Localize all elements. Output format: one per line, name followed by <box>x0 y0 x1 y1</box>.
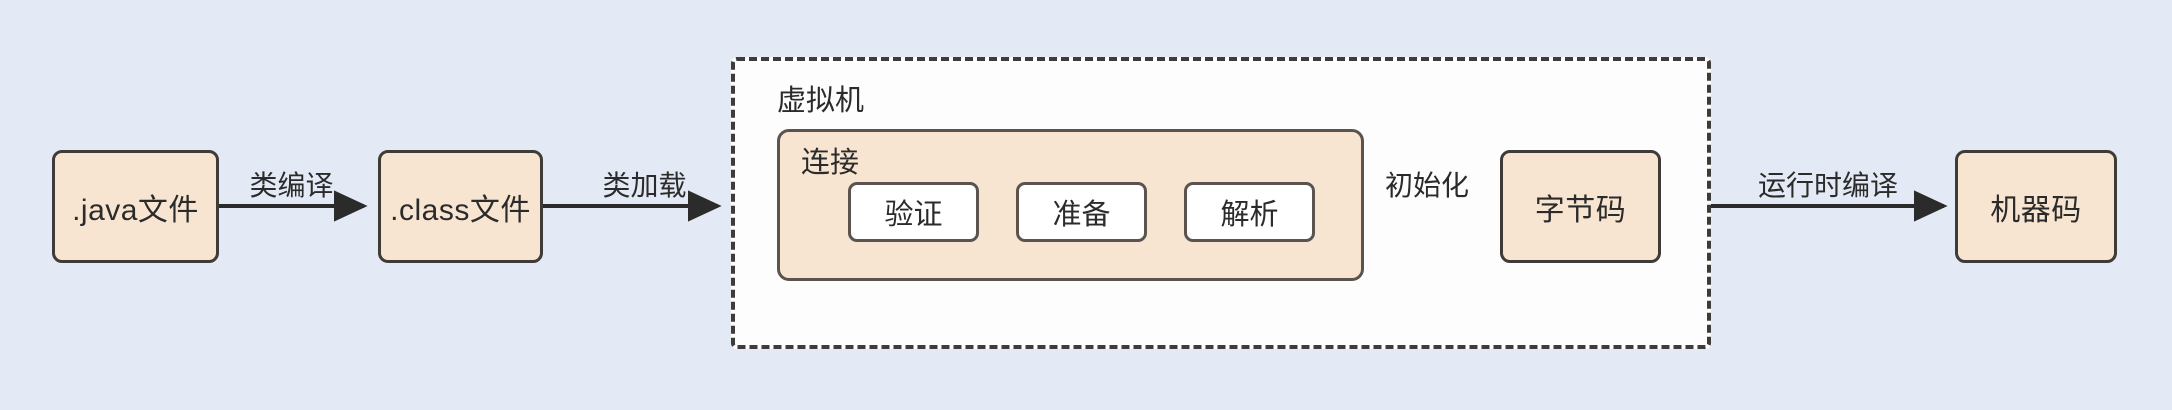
phase-verification[interactable]: 验证 <box>848 182 979 242</box>
phase-preparation[interactable]: 准备 <box>1016 182 1147 242</box>
edge-label-runtime-compile: 运行时编译 <box>1757 170 1898 201</box>
node-class-file-label: .class文件 <box>390 193 531 227</box>
node-java-file[interactable]: .java文件 <box>52 150 219 263</box>
node-machine-code-label: 机器码 <box>1990 193 2082 227</box>
vm-title: 虚拟机 <box>777 85 865 117</box>
edge-label-initialization: 初始化 <box>1384 170 1469 201</box>
node-class-file[interactable]: .class文件 <box>378 150 543 263</box>
node-java-file-label: .java文件 <box>72 193 199 227</box>
linking-title: 连接 <box>801 147 860 179</box>
edge-label-class-compile: 类编译 <box>249 170 334 201</box>
edge-label-class-load: 类加载 <box>602 170 687 201</box>
node-machine-code[interactable]: 机器码 <box>1955 150 2117 263</box>
phase-resolution[interactable]: 解析 <box>1184 182 1315 242</box>
node-bytecode[interactable]: 字节码 <box>1500 150 1661 263</box>
node-bytecode-label: 字节码 <box>1534 193 1627 227</box>
